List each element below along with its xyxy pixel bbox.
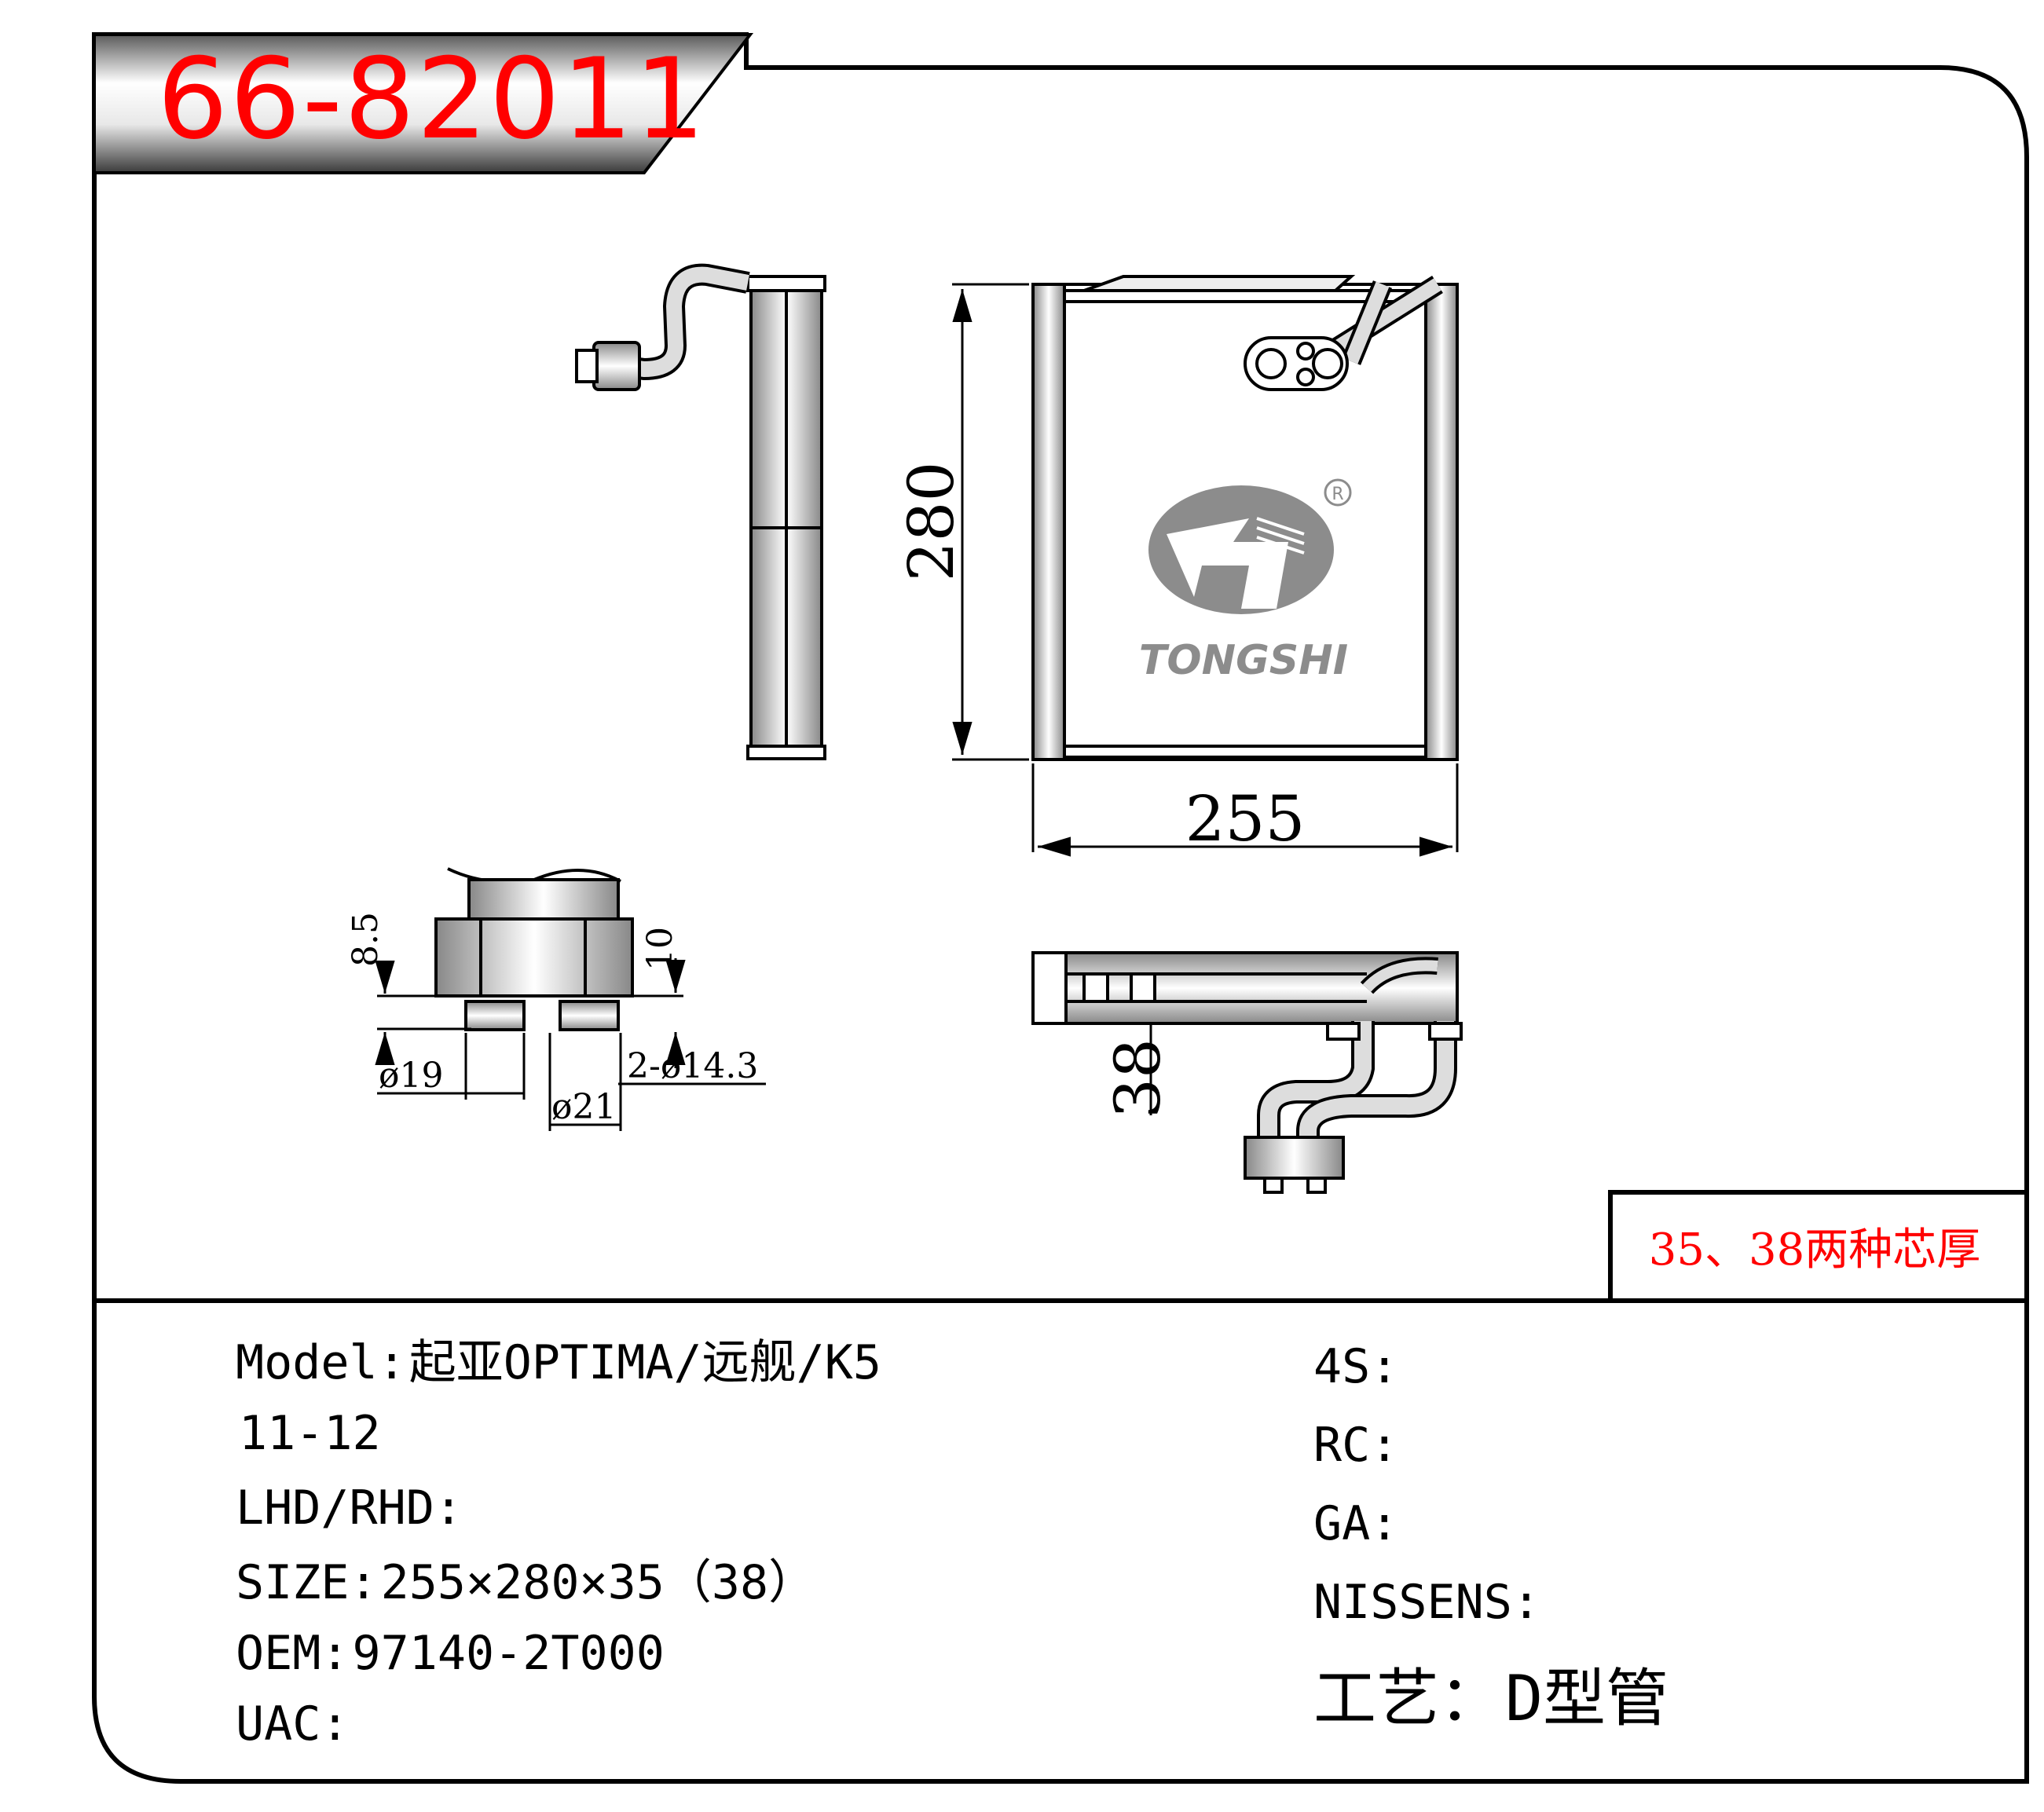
spec-size-value: 255×280×35（38）: [380, 1555, 816, 1610]
flange-detail-drawing: [434, 867, 634, 1031]
side-view-drawing: [575, 263, 826, 760]
core-thickness-note: 35、38两种芯厚: [1648, 1224, 1981, 1276]
spec-rc: RC:: [1313, 1418, 1401, 1473]
brand-name: TONGSHI: [1139, 637, 1348, 684]
spec-oem-value: 97140-2T000: [352, 1626, 665, 1681]
spec-nissens-label: NISSENS:: [1313, 1575, 1540, 1630]
spec-process: 工艺：D型管: [1313, 1664, 1669, 1734]
diameter-c-label: 2-ø14.3: [627, 1046, 758, 1086]
spec-ga-label: GA:: [1313, 1496, 1399, 1551]
spec-lhd-rhd: LHD/RHD:: [236, 1481, 466, 1536]
registered-mark: R: [1332, 485, 1343, 504]
spec-ga: GA:: [1313, 1496, 1401, 1551]
spec-oem: OEM:97140-2T000: [236, 1626, 665, 1681]
flange-height-a-label: 8.5: [346, 912, 386, 967]
spec-lhd-rhd-label: LHD/RHD:: [236, 1481, 463, 1536]
part-number-badge: [93, 33, 754, 174]
dimension-280: [952, 283, 1029, 761]
spec-process-label: 工艺：: [1313, 1662, 1502, 1735]
spec-model: Model:起亚OPTIMA/远舰/K5: [236, 1335, 881, 1390]
dimension-depth-label: 38: [1101, 1038, 1174, 1118]
brand-logo: R TONGSHI: [1139, 478, 1352, 684]
spec-model-label: Model:: [236, 1335, 406, 1390]
spec-4s-label: 4S:: [1313, 1339, 1399, 1394]
top-view-drawing: [1031, 951, 1463, 1194]
spec-model-years: 11-12: [236, 1406, 381, 1461]
spec-size: SIZE:255×280×35（38）: [236, 1555, 815, 1610]
spec-uac: UAC:: [236, 1697, 353, 1752]
spec-4s: 4S:: [1313, 1339, 1401, 1394]
part-number: 66-82011: [157, 35, 707, 164]
dimension-height-label: 280: [895, 462, 968, 582]
spec-rc-label: RC:: [1313, 1418, 1399, 1473]
spec-oem-label: OEM:: [236, 1626, 350, 1681]
dimension-width-label: 255: [1185, 782, 1306, 855]
flange-dimensions: [375, 958, 766, 1131]
diameter-b-label: ø21: [551, 1087, 616, 1127]
diameter-a-label: ø19: [379, 1056, 443, 1096]
spec-model-years-value: 11-12: [239, 1406, 381, 1461]
flange-height-b-label: 10: [640, 927, 680, 971]
spec-uac-label: UAC:: [236, 1697, 350, 1752]
sheet-frame: [92, 32, 2029, 1784]
spec-size-label: SIZE:: [236, 1555, 378, 1610]
dimension-255: [1031, 763, 1459, 857]
spec-model-value: 起亚OPTIMA/远舰/K5: [408, 1335, 881, 1390]
spec-nissens: NISSENS:: [1313, 1575, 1544, 1630]
spec-process-value: D型管: [1505, 1662, 1669, 1735]
